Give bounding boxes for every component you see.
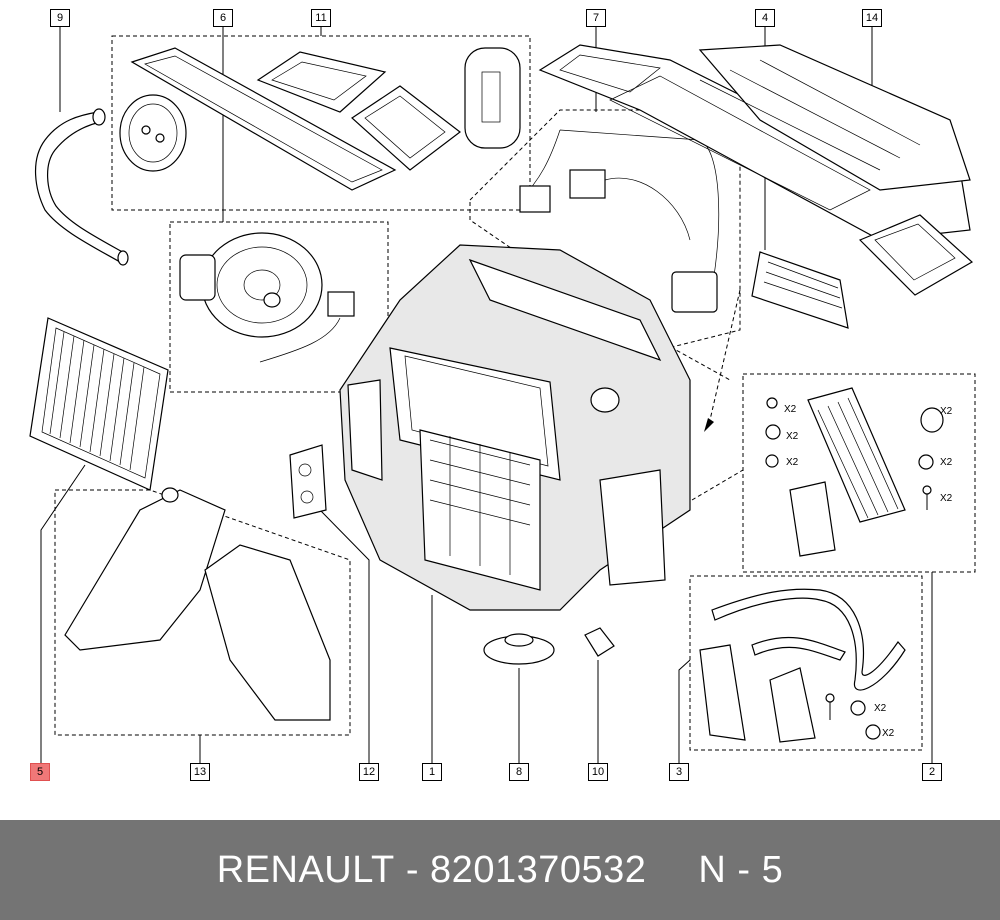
callout-5-highlighted: 5 <box>30 763 50 781</box>
part-5-cabin-filter <box>29 317 169 491</box>
callout-10: 10 <box>588 763 608 781</box>
quantity-label: X2 <box>786 457 799 468</box>
part-14-duct <box>538 44 974 296</box>
part-12-expansion-valve <box>289 444 327 519</box>
part-13-ducts <box>64 487 331 721</box>
callout-2: 2 <box>922 763 942 781</box>
part-7-wiring <box>519 129 720 313</box>
group-box-7 <box>469 109 741 351</box>
callout-11: 11 <box>311 9 331 27</box>
callout-1: 1 <box>422 763 442 781</box>
callout-14: 14 <box>862 9 882 27</box>
callout-6: 6 <box>213 9 233 27</box>
part-4-filter <box>751 251 849 329</box>
footer-banner: RENAULT - 8201370532 N - 5 <box>0 820 1000 920</box>
group-box-2 <box>742 373 976 573</box>
callout-7: 7 <box>586 9 606 27</box>
hvac-exploded-diagram <box>29 27 976 763</box>
quantity-label: X2 <box>940 493 953 504</box>
part-1-hvac-housing <box>339 244 691 611</box>
callout-3: 3 <box>669 763 689 781</box>
part-2-kit <box>765 387 944 557</box>
callout-9: 9 <box>50 9 70 27</box>
position-prefix: N <box>698 848 727 891</box>
part-6-blower <box>179 232 355 363</box>
quantity-label: X2 <box>874 703 887 714</box>
part-9-hose <box>34 108 129 266</box>
leader-lines <box>40 27 933 763</box>
callout-12: 12 <box>359 763 379 781</box>
position-number: 5 <box>761 848 784 891</box>
brand-name: RENAULT <box>216 848 395 891</box>
quantity-label: X2 <box>882 728 895 739</box>
part-11-seals <box>119 47 521 191</box>
quantity-label: X2 <box>940 457 953 468</box>
part-3-kit <box>699 588 906 743</box>
dash-separator: - <box>737 848 751 891</box>
callout-13: 13 <box>190 763 210 781</box>
part-8-mount <box>483 633 555 665</box>
group-box-3 <box>689 575 923 751</box>
part-number: 8201370532 <box>430 848 647 891</box>
quantity-label: X2 <box>784 404 797 415</box>
dash-separator: - <box>405 848 419 891</box>
quantity-label: X2 <box>940 406 953 417</box>
callout-4: 4 <box>755 9 775 27</box>
part-10-clip <box>584 627 615 657</box>
group-box-13 <box>54 489 351 736</box>
quantity-label: X2 <box>786 431 799 442</box>
callout-8: 8 <box>509 763 529 781</box>
